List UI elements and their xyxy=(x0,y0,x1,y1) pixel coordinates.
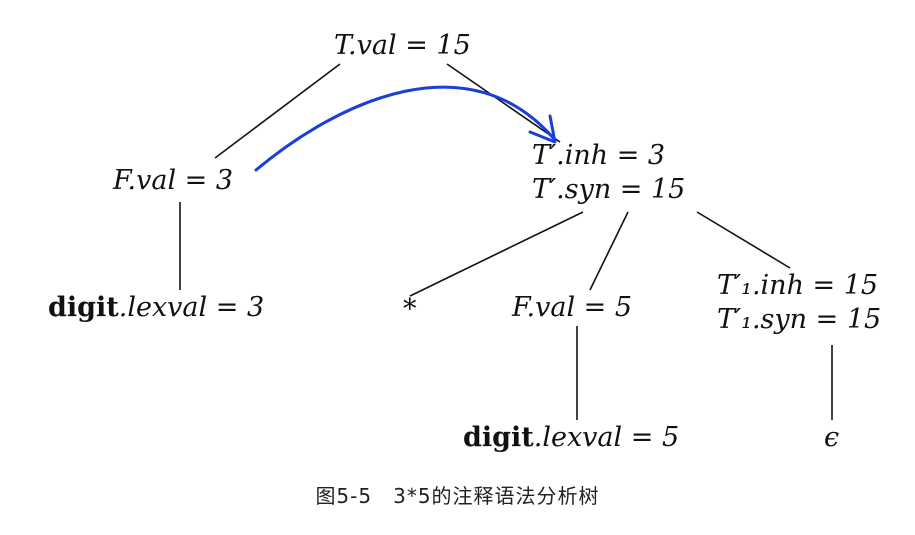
node-epsilon: ϵ xyxy=(824,422,839,454)
node-tprime-inh: T′.inh = 3 xyxy=(532,140,666,171)
edge-root-tprime xyxy=(446,63,561,143)
inherit-arrow xyxy=(254,85,557,172)
node-digit-left-label: digit.lexval = 3 xyxy=(48,292,265,323)
node-root-label: T.val = 15 xyxy=(334,30,471,61)
node-f-left: F.val = 3 xyxy=(113,165,233,197)
edge-root-f xyxy=(214,63,341,159)
node-f-right: F.val = 5 xyxy=(512,292,632,324)
node-t1prime: T′₁.inh = 15 T′₁.syn = 15 xyxy=(717,270,881,336)
node-digit-right-label: digit.lexval = 5 xyxy=(463,422,680,453)
node-f-right-label: F.val = 5 xyxy=(512,292,633,323)
node-digit-right: digit.lexval = 5 xyxy=(463,422,679,454)
node-tprime: T′.inh = 3 T′.syn = 15 xyxy=(532,140,685,206)
node-star-label: * xyxy=(403,294,417,325)
inherit-arrowhead xyxy=(528,114,557,144)
node-t1prime-inh: T′₁.inh = 15 xyxy=(717,270,879,301)
node-t1prime-syn: T′₁.syn = 15 xyxy=(717,304,882,335)
node-tprime-syn: T′.syn = 15 xyxy=(532,174,686,205)
node-epsilon-label: ϵ xyxy=(824,422,840,453)
node-root: T.val = 15 xyxy=(334,30,471,62)
node-digit-left: digit.lexval = 3 xyxy=(48,292,264,324)
node-star: * xyxy=(403,294,417,326)
edge-tprime-star xyxy=(409,211,584,297)
figure-caption: 图5-5 3*5的注释语法分析树 xyxy=(315,484,600,508)
edge-tprime-t1 xyxy=(696,211,791,269)
edge-tprime-f xyxy=(589,211,629,291)
node-f-left-label: F.val = 3 xyxy=(113,165,234,196)
